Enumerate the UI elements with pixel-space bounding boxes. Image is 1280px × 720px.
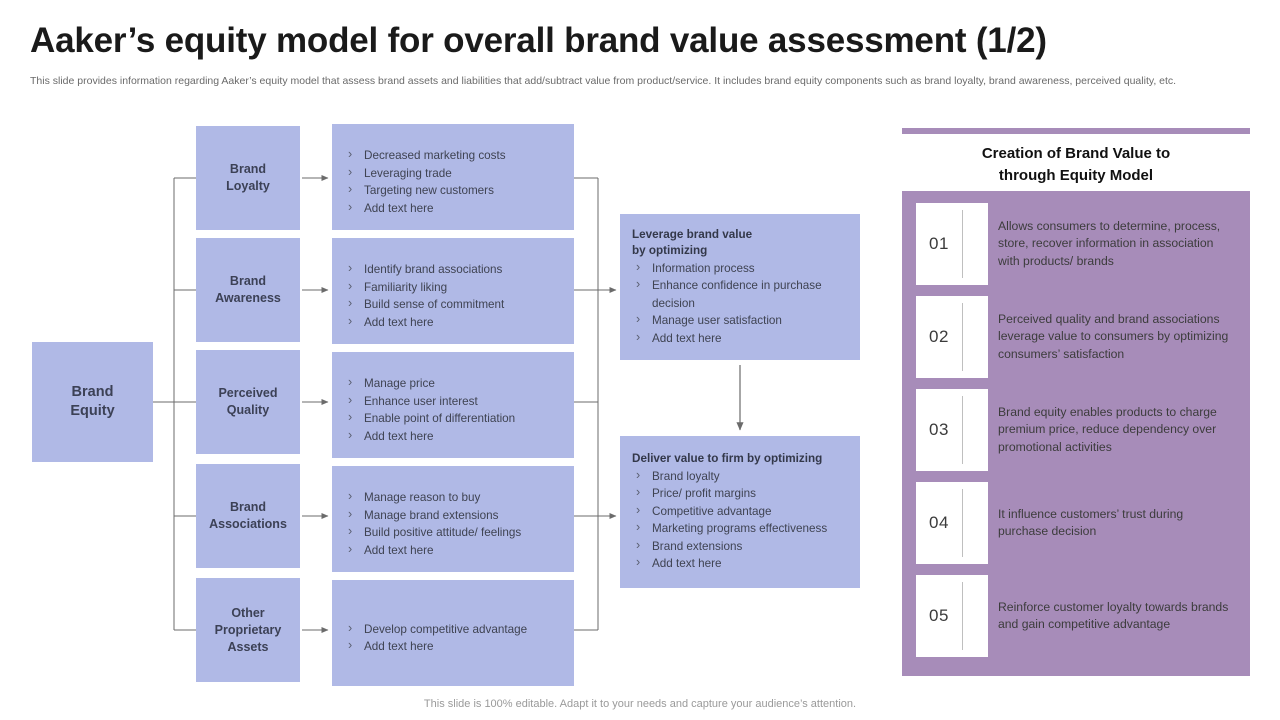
- list-item: Manage brand extensions: [332, 506, 574, 525]
- bullet-list: Identify brand associations Familiarity …: [332, 260, 574, 332]
- divider: [962, 396, 963, 464]
- outcome-title: Deliver value to firm by optimizing: [632, 452, 823, 466]
- list-item: Add text here: [332, 541, 574, 560]
- list-item: Add text here: [332, 637, 574, 656]
- divider: [962, 582, 963, 650]
- list-item-text: Allows consumers to determine, process, …: [998, 218, 1221, 268]
- list-item: Competitive advantage: [620, 502, 860, 521]
- list-item-number-box: 02: [916, 296, 988, 378]
- outcome-box-deliver-value-to-firm[interactable]: Deliver value to firm by optimizing Bran…: [620, 436, 860, 588]
- bullet-list: Manage reason to buy Manage brand extens…: [332, 488, 574, 560]
- list-item: Enhance user interest: [332, 392, 574, 411]
- page-title: Aaker’s equity model for overall brand v…: [30, 21, 1047, 60]
- detail-box-brand-loyalty[interactable]: Decreased marketing costs Leveraging tra…: [332, 124, 574, 230]
- list-item: Enable point of differentiation: [332, 409, 574, 428]
- list-item: Price/ profit margins: [620, 484, 860, 503]
- list-item: Develop competitive advantage: [332, 620, 574, 639]
- bullet-list: Decreased marketing costs Leveraging tra…: [332, 146, 574, 218]
- list-item: Marketing programs effectiveness: [620, 519, 860, 538]
- detail-box-brand-associations[interactable]: Manage reason to buy Manage brand extens…: [332, 466, 574, 572]
- list-item: Enhance confidence in purchase decision: [620, 276, 860, 312]
- divider: [962, 210, 963, 278]
- list-item: Build positive attitude/ feelings: [332, 523, 574, 542]
- list-item: Leveraging trade: [332, 164, 574, 183]
- list-item-text: Reinforce customer loyalty towards brand…: [998, 599, 1229, 632]
- list-item[interactable]: 03 Brand equity enables products to char…: [916, 389, 1250, 471]
- list-item-number: 02: [929, 327, 949, 346]
- list-item: Build sense of commitment: [332, 295, 574, 314]
- list-item-number: 03: [929, 420, 949, 439]
- list-item: Add text here: [332, 313, 574, 332]
- list-item: Brand loyalty: [620, 467, 860, 486]
- list-item[interactable]: 02 Perceived quality and brand associati…: [916, 296, 1250, 378]
- list-item: Familiarity liking: [332, 278, 574, 297]
- list-item[interactable]: 01 Allows consumers to determine, proces…: [916, 203, 1250, 285]
- list-item: Identify brand associations: [332, 260, 574, 279]
- list-item[interactable]: 04 It influence customers’ trust during …: [916, 482, 1250, 564]
- list-item-text: It influence customers’ trust during pur…: [998, 506, 1184, 539]
- detail-box-perceived-quality[interactable]: Manage price Enhance user interest Enabl…: [332, 352, 574, 458]
- list-item-number-box: 05: [916, 575, 988, 657]
- footer-note: This slide is 100% editable. Adapt it to…: [423, 698, 857, 710]
- list-item-number-box: 03: [916, 389, 988, 471]
- divider: [962, 489, 963, 557]
- panel-accent-bar: [902, 128, 1250, 134]
- list-item: Add text here: [332, 427, 574, 446]
- list-item-text: Perceived quality and brand associations…: [998, 311, 1229, 361]
- bullet-list: Information process Enhance confidence i…: [620, 259, 860, 348]
- list-item-number: 01: [929, 234, 949, 253]
- bullet-list: Manage price Enhance user interest Enabl…: [332, 374, 574, 446]
- list-item-number: 05: [929, 606, 949, 625]
- list-item: Manage user satisfaction: [620, 311, 860, 330]
- list-item: Manage price: [332, 374, 574, 393]
- list-item: Information process: [620, 259, 860, 278]
- list-item: Decreased marketing costs: [332, 146, 574, 165]
- list-item: Targeting new customers: [332, 181, 574, 200]
- list-item[interactable]: 05 Reinforce customer loyalty towards br…: [916, 575, 1250, 657]
- detail-box-other-proprietary-assets[interactable]: Develop competitive advantage Add text h…: [332, 580, 574, 686]
- page-subtitle: This slide provides information regardin…: [30, 75, 1177, 87]
- list-item: Add text here: [620, 329, 860, 348]
- bullet-list: Brand loyalty Price/ profit margins Comp…: [620, 467, 860, 573]
- divider: [962, 303, 963, 371]
- list-item: Add text here: [332, 199, 574, 218]
- list-item: Brand extensions: [620, 537, 860, 556]
- panel-body: 01 Allows consumers to determine, proces…: [902, 191, 1250, 676]
- list-item-text: Brand equity enables products to charge …: [998, 404, 1217, 454]
- bullet-list: Develop competitive advantage Add text h…: [332, 620, 574, 656]
- list-item-number-box: 01: [916, 203, 988, 285]
- list-item-number: 04: [929, 513, 949, 532]
- list-item: Manage reason to buy: [332, 488, 574, 507]
- detail-box-brand-awareness[interactable]: Identify brand associations Familiarity …: [332, 238, 574, 344]
- list-item-number-box: 04: [916, 482, 988, 564]
- list-item: Add text here: [620, 554, 860, 573]
